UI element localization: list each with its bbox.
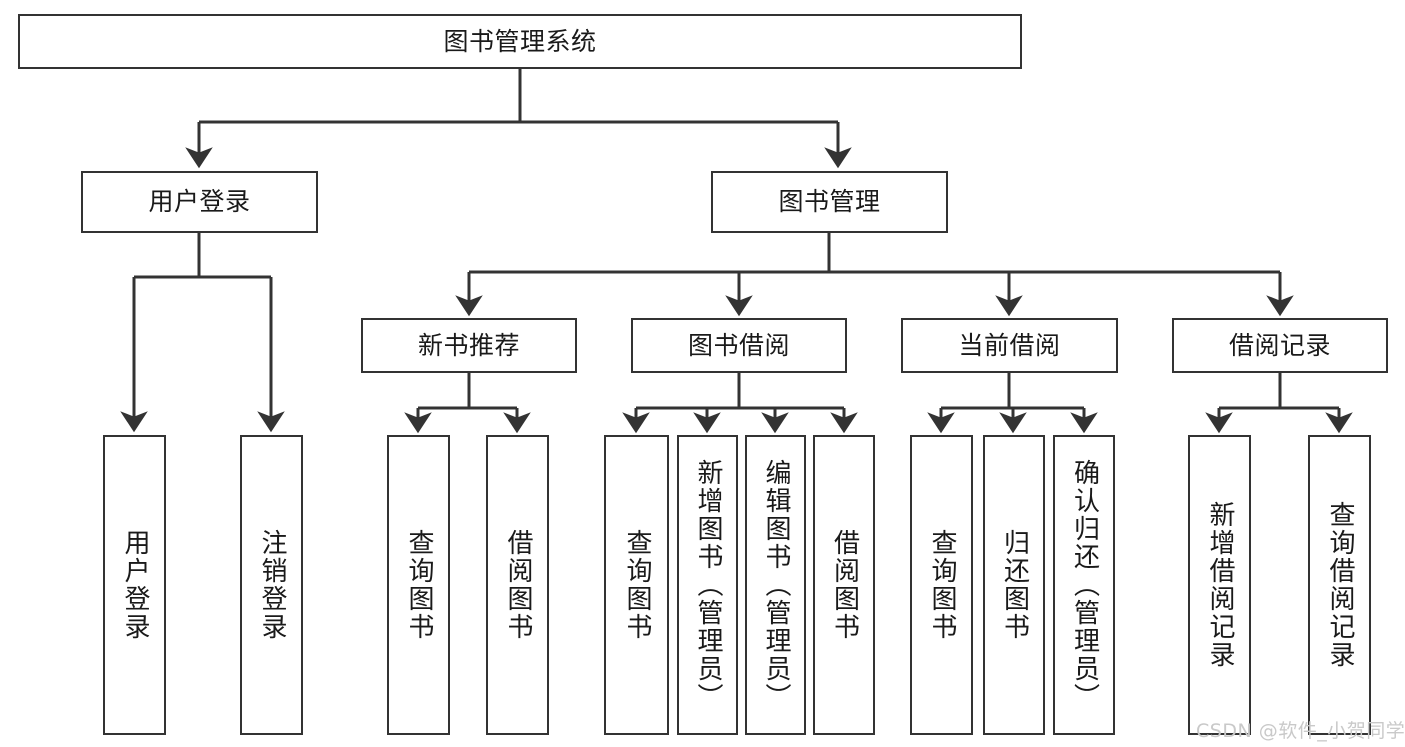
leaf-query-book-borrow[interactable]: 查询图书 (604, 435, 669, 735)
leaf-confirm-return-admin[interactable]: 确认归还（管理员） (1053, 435, 1115, 735)
node-borrow-record[interactable]: 借阅记录 (1172, 318, 1388, 373)
node-label: 借阅记录 (1228, 330, 1331, 360)
leaf-borrow-book-recommend[interactable]: 借阅图书 (486, 435, 549, 735)
node-label: 编辑图书（管理员） (761, 459, 792, 711)
leaf-add-book-admin[interactable]: 新增图书（管理员） (677, 435, 738, 735)
node-label: 图书借阅 (687, 330, 790, 360)
node-label: 当前借阅 (958, 330, 1061, 360)
node-label: 归还图书 (999, 529, 1030, 641)
leaf-query-book-current[interactable]: 查询图书 (910, 435, 973, 735)
node-label: 用户登录 (120, 529, 151, 641)
node-label: 新书推荐 (417, 330, 520, 360)
node-label: 图书管理 (778, 187, 881, 217)
node-root-system[interactable]: 图书管理系统 (18, 14, 1022, 69)
node-user-login[interactable]: 用户登录 (81, 171, 318, 233)
node-book-management[interactable]: 图书管理 (711, 171, 948, 233)
leaf-query-borrow-record[interactable]: 查询借阅记录 (1308, 435, 1371, 735)
node-label: 注销登录 (257, 529, 288, 641)
csdn-watermark: CSDN @软件_小贺同学 (1196, 720, 1405, 742)
node-label: 新增图书（管理员） (693, 459, 724, 711)
node-label: 借阅图书 (829, 529, 860, 641)
node-label: 查询图书 (927, 529, 958, 641)
node-book-borrow[interactable]: 图书借阅 (631, 318, 847, 373)
leaf-logout[interactable]: 注销登录 (240, 435, 303, 735)
leaf-add-borrow-record[interactable]: 新增借阅记录 (1188, 435, 1251, 735)
node-label: 确认归还（管理员） (1069, 459, 1100, 711)
node-label: 借阅图书 (503, 529, 534, 641)
node-label: 查询图书 (622, 529, 653, 641)
leaf-query-book-recommend[interactable]: 查询图书 (387, 435, 450, 735)
node-label: 用户登录 (148, 187, 251, 217)
node-label: 新增借阅记录 (1205, 501, 1236, 669)
node-new-book-recommend[interactable]: 新书推荐 (361, 318, 577, 373)
leaf-return-book[interactable]: 归还图书 (983, 435, 1045, 735)
node-current-borrow[interactable]: 当前借阅 (901, 318, 1118, 373)
leaf-borrow-book[interactable]: 借阅图书 (813, 435, 875, 735)
leaf-edit-book-admin[interactable]: 编辑图书（管理员） (745, 435, 806, 735)
node-label: 图书管理系统 (443, 26, 597, 56)
node-label: 查询借阅记录 (1325, 501, 1356, 669)
leaf-user-login[interactable]: 用户登录 (103, 435, 166, 735)
node-label: 查询图书 (404, 529, 435, 641)
